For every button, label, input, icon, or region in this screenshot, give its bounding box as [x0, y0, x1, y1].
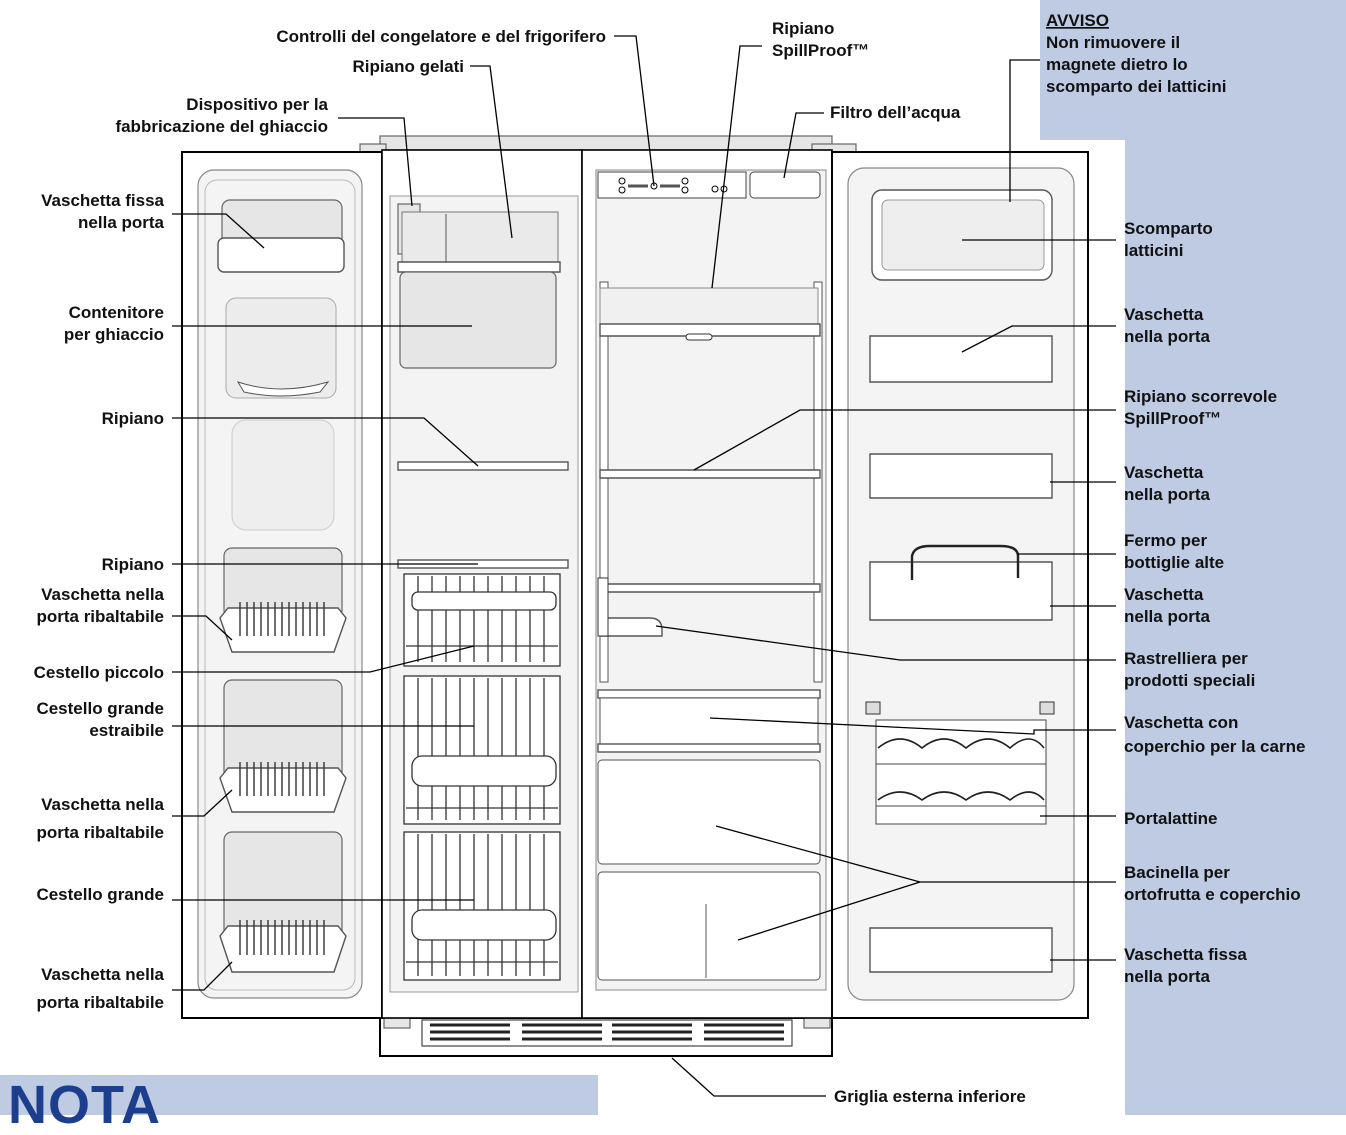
- label-warning-1: Non rimuovere il: [1046, 33, 1180, 52]
- label-rack-1: Rastrelliera per: [1124, 649, 1248, 668]
- note-banner: [0, 1075, 598, 1115]
- small-basket: [403, 573, 561, 667]
- leader-lines: [172, 35, 1116, 1097]
- label-tilt-bin-1a: Vaschetta nella: [41, 585, 164, 604]
- bottom-grille: [421, 1019, 793, 1047]
- label-large-pullout-2: estraibile: [89, 721, 164, 740]
- label-shelf-2: Ripiano: [102, 555, 164, 574]
- label-dairy-2: latticini: [1124, 241, 1184, 260]
- label-tilt-bin-2b: porta ribaltabile: [36, 823, 164, 842]
- label-crisper-1: Bacinella per: [1124, 863, 1230, 882]
- tilt-bin-3: [219, 831, 347, 973]
- label-cans: Portalattine: [1124, 809, 1218, 828]
- label-large-pullout-1: Cestello grande: [36, 699, 164, 718]
- label-grille: Griglia esterna inferiore: [834, 1087, 1026, 1106]
- label-fixed-bin-left-2: nella porta: [78, 213, 165, 232]
- label-fixed-bin-right-2: nella porta: [1124, 967, 1211, 986]
- label-crisper-2: ortofrutta e coperchio: [1124, 885, 1301, 904]
- label-tall-2: bottiglie alte: [1124, 553, 1224, 572]
- label-warning-3: scomparto dei latticini: [1046, 77, 1226, 96]
- label-icemaker-2: fabbricazione del ghiaccio: [115, 117, 328, 136]
- label-meat-2: coperchio per la carne: [1124, 737, 1305, 756]
- label-sliding-2: SpillProof™: [1124, 409, 1221, 428]
- label-door-bin-3a: Vaschetta: [1124, 585, 1204, 604]
- side-panel: [1125, 0, 1346, 1115]
- label-door-bin-1a: Vaschetta: [1124, 305, 1204, 324]
- label-sliding-1: Ripiano scorrevole: [1124, 387, 1277, 406]
- label-warning-2: magnete dietro lo: [1046, 55, 1188, 74]
- side-panel-top: [1040, 0, 1126, 140]
- labels: Controlli del congelatore e del frigorif…: [34, 11, 1306, 1106]
- large-basket: [403, 831, 561, 981]
- label-icemaker-1: Dispositivo per la: [186, 95, 328, 114]
- label-tilt-bin-2a: Vaschetta nella: [41, 795, 164, 814]
- large-pullout-basket: [403, 675, 561, 825]
- label-water-filter: Filtro dell’acqua: [830, 103, 961, 122]
- label-small-basket: Cestello piccolo: [34, 663, 164, 682]
- label-ice-container-1: Contenitore: [69, 303, 164, 322]
- label-ice-shelf: Ripiano gelati: [353, 57, 464, 76]
- label-ice-container-2: per ghiaccio: [64, 325, 164, 344]
- label-shelf-1: Ripiano: [102, 409, 164, 428]
- label-dairy-1: Scomparto: [1124, 219, 1213, 238]
- label-large-basket: Cestello grande: [36, 885, 164, 904]
- label-meat-1: Vaschetta con: [1124, 713, 1238, 732]
- label-controls: Controlli del congelatore e del frigorif…: [276, 27, 606, 46]
- fridge-body: [181, 135, 1089, 1057]
- label-tall-1: Fermo per: [1124, 531, 1208, 550]
- label-door-bin-3b: nella porta: [1124, 607, 1211, 626]
- label-door-bin-2a: Vaschetta: [1124, 463, 1204, 482]
- label-tilt-bin-3b: porta ribaltabile: [36, 993, 164, 1012]
- label-tilt-bin-3a: Vaschetta nella: [41, 965, 164, 984]
- label-tilt-bin-1b: porta ribaltabile: [36, 607, 164, 626]
- label-warning-title: AVVISO: [1046, 11, 1109, 30]
- label-rack-2: prodotti speciali: [1124, 671, 1255, 690]
- label-fixed-bin-left-1: Vaschetta fissa: [41, 191, 164, 210]
- label-fixed-bin-right-1: Vaschetta fissa: [1124, 945, 1247, 964]
- tilt-bin-1: [219, 547, 347, 653]
- label-door-bin-2b: nella porta: [1124, 485, 1211, 504]
- tilt-bin-2: [219, 679, 347, 813]
- label-spillproof-1: Ripiano: [772, 19, 834, 38]
- label-door-bin-1b: nella porta: [1124, 327, 1211, 346]
- label-spillproof-2: SpillProof™: [772, 41, 869, 60]
